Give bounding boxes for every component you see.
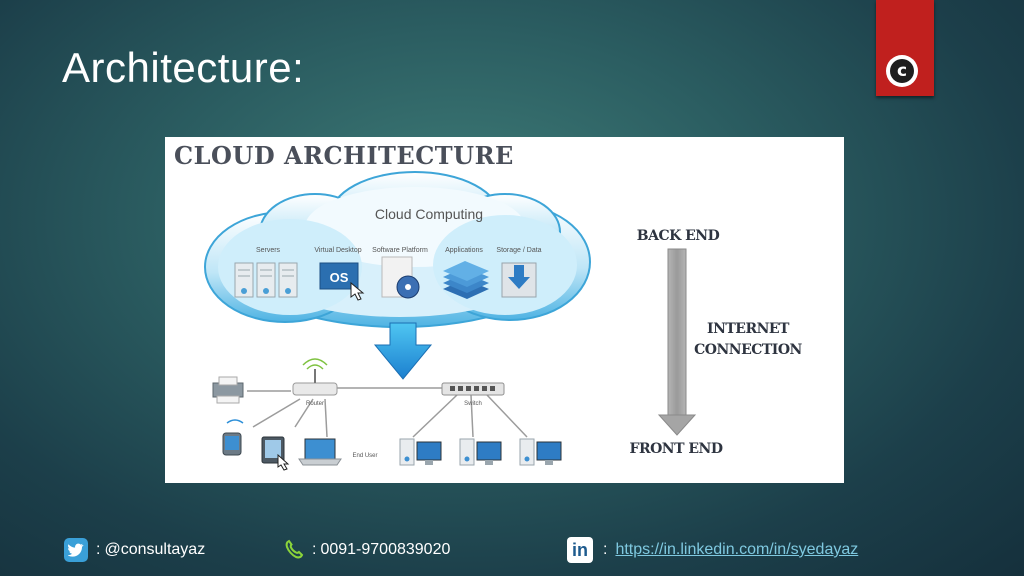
- desktop-computer-3-icon: [519, 438, 562, 466]
- diagram-graphic: OS Servers Virtual D: [204, 171, 803, 471]
- twitter-icon[interactable]: [64, 538, 88, 562]
- phone-device-icon: [222, 419, 244, 456]
- software-platform-icon: [381, 256, 420, 299]
- copyright-badge: c: [876, 0, 934, 96]
- router-label: Router: [306, 401, 324, 407]
- front-end-label: FRONT END: [630, 441, 723, 457]
- virtual-desktop-icon: OS: [319, 262, 365, 301]
- tablet-icon: [261, 436, 290, 471]
- internet-label: INTERNET: [707, 321, 790, 337]
- switch-label: Switch: [464, 401, 482, 407]
- back-front-arrow-icon: [657, 248, 697, 436]
- linkedin-icon[interactable]: in: [567, 537, 593, 563]
- twitter-handle: @consultayaz: [104, 541, 206, 558]
- slide-title: Architecture:: [62, 44, 305, 91]
- cloud-computing-label: Cloud Computing: [375, 206, 483, 222]
- linkedin-link[interactable]: https://in.linkedin.com/in/syedayaz: [615, 541, 859, 558]
- service-label-storage: Storage / Data: [496, 247, 541, 254]
- copyright-symbol: c: [890, 59, 914, 83]
- copyright-icon: c: [886, 55, 918, 87]
- laptop-icon: [298, 438, 342, 466]
- service-label-virtual-desktop: Virtual Desktop: [314, 247, 361, 254]
- phone-number: 0091-9700839020: [320, 541, 451, 558]
- connection-label: CONNECTION: [694, 342, 802, 358]
- linkedin-contact: in : https://in.linkedin.com/in/syedayaz: [567, 536, 858, 564]
- twitter-contact: : @consultayaz: [64, 536, 205, 564]
- phone-contact: : 0091-9700839020: [284, 536, 450, 564]
- phone-icon: [285, 539, 304, 559]
- switch-icon: [441, 382, 505, 396]
- twitter-separator: :: [96, 541, 101, 558]
- service-label-servers: Servers: [256, 247, 281, 254]
- back-end-label: BACK END: [637, 228, 720, 244]
- end-user-label: End User: [352, 453, 377, 459]
- linkedin-separator: :: [603, 541, 608, 558]
- phone-separator: :: [312, 541, 317, 558]
- down-arrow-icon: [373, 322, 433, 380]
- network-lines: [247, 387, 528, 438]
- applications-icon: [443, 261, 489, 299]
- servers-icon: [234, 262, 298, 298]
- storage-icon: [501, 262, 537, 298]
- router-icon: [292, 358, 338, 396]
- desktop-computer-2-icon: [459, 438, 502, 466]
- os-label: OS: [330, 270, 349, 285]
- service-label-applications: Applications: [445, 247, 483, 254]
- cloud-architecture-diagram: OS Servers Virtual D: [165, 137, 844, 483]
- printer-icon: [212, 376, 244, 404]
- service-label-software-platform: Software Platform: [372, 247, 428, 254]
- desktop-computer-1-icon: [399, 438, 442, 466]
- diagram-title: CLOUD ARCHITECTURE: [174, 141, 514, 170]
